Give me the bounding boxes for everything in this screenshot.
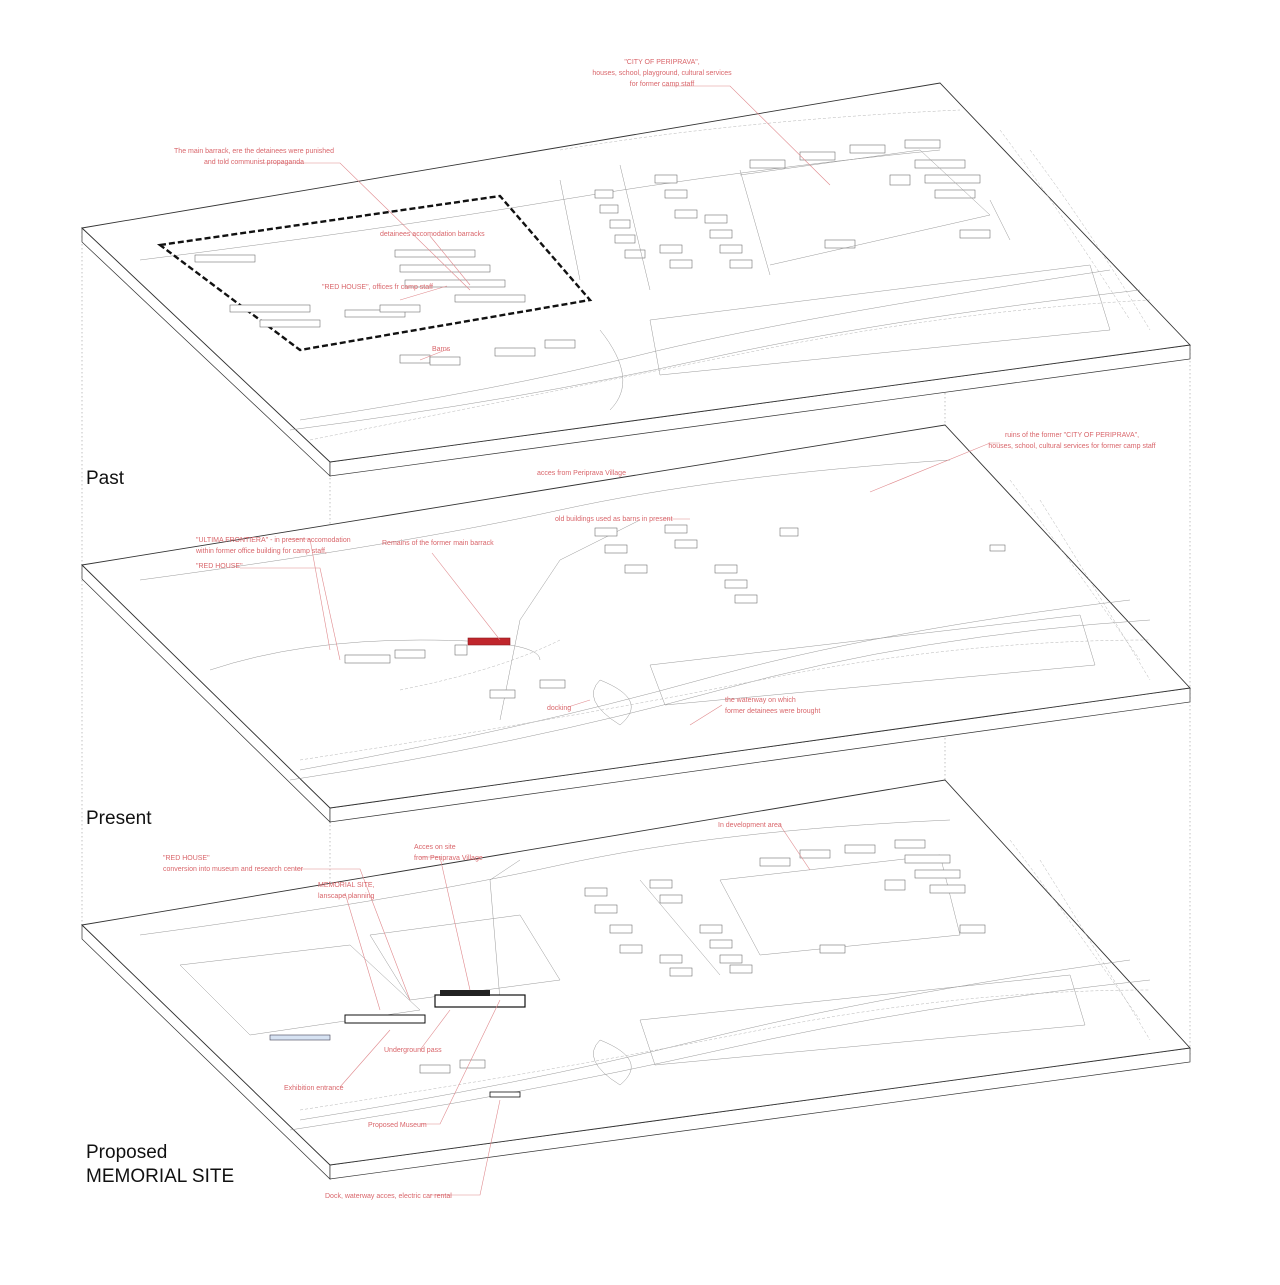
remains-main-barrack — [467, 637, 511, 646]
access-site-label: from Periprava Village — [414, 855, 483, 862]
red-house-label: "RED HOUSE", offices fr camp staff — [322, 284, 433, 291]
exhibition-entrance-label: Exhibition entrance — [284, 1085, 344, 1092]
leader-lines — [240, 85, 1000, 1196]
proposed-buildings — [419, 839, 986, 1074]
ruins-label: houses, school, cultural services for fo… — [988, 443, 1155, 450]
ultima-frontiera-label: within former office building for camp s… — [195, 548, 327, 555]
barns-label: Barns — [432, 346, 451, 353]
detainees-barracks-label: detainees accomodation barracks — [380, 231, 485, 238]
past-city-label: for former camp staff — [630, 81, 695, 88]
annotations-proposed: In development area Acces on site from P… — [163, 822, 782, 1200]
access-site-label: Acces on site — [414, 844, 456, 851]
past-camp-barracks — [194, 249, 576, 366]
waterway-label: the waterway on which — [725, 697, 796, 704]
layer-titles: Past Present Proposed MEMORIAL SITE — [86, 468, 234, 1187]
annotations-past: "CITY OF PERIPRAVA", houses, school, pla… — [174, 59, 732, 353]
layer-title-proposed: Proposed — [86, 1142, 167, 1163]
red-house-museum-label: conversion into museum and research cent… — [163, 866, 304, 873]
development-area-label: In development area — [718, 822, 782, 829]
proposed-museum-complex — [269, 990, 526, 1098]
red-house-museum-label: "RED HOUSE" — [163, 855, 210, 862]
old-buildings-label: old buildings used as barns in present — [555, 516, 673, 523]
ultima-frontiera-label: "RED HOUSE" — [196, 563, 243, 570]
layer-title-past: Past — [86, 468, 125, 489]
main-barrack-label: The main barrack, ere the detainees were… — [174, 148, 334, 155]
past-city-label: "CITY OF PERIPRAVA", — [624, 59, 699, 66]
ultima-frontiera-label: "ULTIMA FRONTIERA" - in present accomoda… — [196, 537, 351, 544]
access-village-label: acces from Periprava Village — [537, 470, 626, 477]
layer-present — [81, 424, 1191, 823]
past-city-label: houses, school, playground, cultural ser… — [592, 70, 732, 77]
past-city-buildings — [594, 139, 991, 269]
memorial-site-label: MEMORIAL SITE, — [318, 882, 375, 889]
underground-pass-label: Underground pass — [384, 1047, 442, 1054]
memorial-site-label: lanscape planning — [318, 893, 375, 900]
layer-title-present: Present — [86, 808, 152, 829]
layer-title-memorial-site: MEMORIAL SITE — [86, 1166, 234, 1187]
annotations-present: ruins of the former "CITY OF PERIPRAVA",… — [195, 432, 1156, 715]
layer-past — [81, 82, 1191, 477]
ruins-label: ruins of the former "CITY OF PERIPRAVA", — [1005, 432, 1139, 439]
proposed-museum-label: Proposed Museum — [368, 1122, 427, 1129]
remains-barrack-label: Remains of the former main barrack — [382, 540, 494, 547]
present-buildings — [344, 524, 1006, 699]
waterway-label: former detainees were brought — [725, 708, 820, 715]
docking-label: docking — [547, 705, 571, 712]
dock-label: Dock, waterway acces, electric car renta… — [325, 1193, 452, 1200]
main-barrack-label: and told communist propaganda — [204, 159, 304, 166]
layer-proposed — [81, 779, 1191, 1180]
